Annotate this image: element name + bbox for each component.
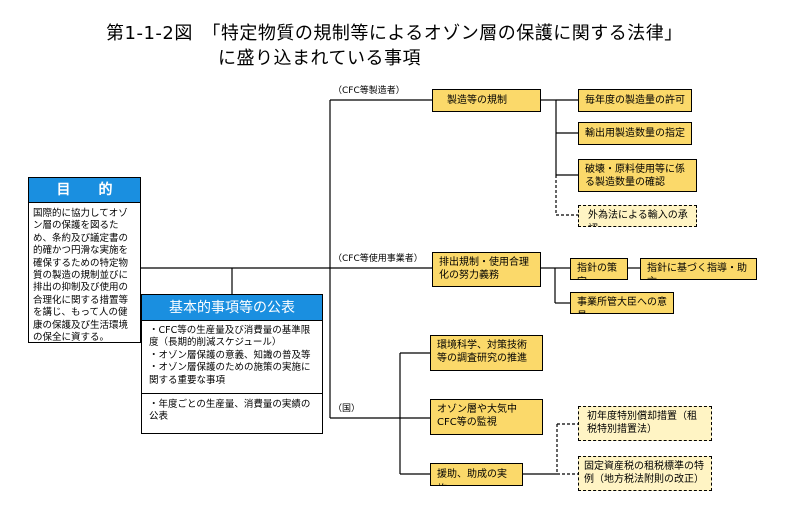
ozone-monitoring-box: オゾン層や大気中CFC等の監視 <box>430 399 543 435</box>
research-promotion-box: 環境科学、対策技術等の調査研究の推進 <box>430 335 543 371</box>
announcement-item: ・CFC等の生産量及び消費量の基準限度（長期的削減スケジュール） <box>149 325 311 349</box>
import-approval-box: 外為法による輸入の承認 <box>578 205 697 227</box>
figure-title-line2: に盛り込まれている事項 <box>218 48 421 69</box>
emission-control-box: 排出規制・使用合理化の努力義務 <box>432 252 541 287</box>
guidance-advice-box: 指針に基づく指導・助言 <box>640 258 757 280</box>
announcement-item: ・オゾン層保護のための施策の実施に関する重要な事項 <box>149 362 311 386</box>
property-tax-box: 固定資産税の租税標準の特例（地方税法附則の改正） <box>578 456 712 491</box>
announcement-item: ・オゾン層保護の意義、知識の普及等 <box>149 349 311 361</box>
export-quantity-box: 輸出用製造数量の指定 <box>578 122 692 145</box>
announcement-panel: 基本的事項等の公表 ・CFC等の生産量及び消費量の基準限度（長期的削減スケジュー… <box>141 294 323 434</box>
destruction-confirmation-box: 破壊・原料使用等に係る製造数量の確認 <box>578 159 697 192</box>
tax-depreciation-box: 初年度特別償却措置（租税特別措置法） <box>578 406 712 441</box>
announcement-divider <box>142 393 322 394</box>
purpose-panel: 目 的 国際的に協力してオゾン層の保護を図るため、条約及び議定書の的確かつ円滑な… <box>28 177 141 343</box>
label-users: （CFC等使用事業者） <box>333 254 423 264</box>
support-subsidy-box: 援助、助成の実施 <box>430 463 523 486</box>
announcement-list: ・CFC等の生産量及び消費量の基準限度（長期的削減スケジュール） ・オゾン層保護… <box>142 321 322 387</box>
minister-opinion-box: 事業所管大臣への意見 <box>570 292 674 314</box>
guideline-formulation-box: 指針の策定 <box>570 258 628 280</box>
figure-title-line1: 第1-1-2図 「特定物質の規制等によるオゾン層の保護に関する法律」 <box>106 23 683 44</box>
label-state: （国） <box>333 404 361 414</box>
announcement-heading: 基本的事項等の公表 <box>141 294 323 321</box>
manufacturing-regulation-box: 製造等の規制 <box>432 89 541 112</box>
label-manufacturers: （CFC等製造者） <box>333 86 405 96</box>
annual-production-permit-box: 毎年度の製造量の許可 <box>578 89 692 112</box>
purpose-text: 国際的に協力してオゾン層の保護を図るため、条約及び議定書の的確かつ円滑な実施を確… <box>33 208 129 344</box>
announcement-item-2: ・年度ごとの生産量、消費量の実績の公表 <box>149 399 311 423</box>
purpose-heading: 目 的 <box>29 178 140 203</box>
